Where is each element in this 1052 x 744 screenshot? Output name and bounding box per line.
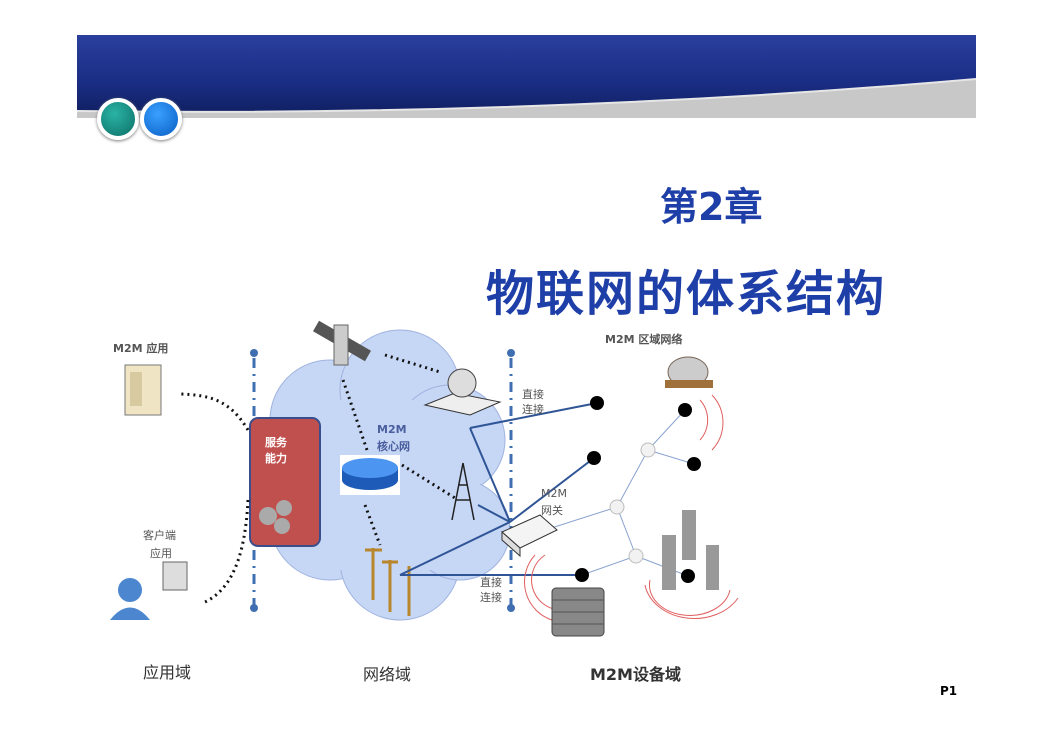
user-computer-icon [110,561,188,620]
service-label-2: 能力 [265,452,287,465]
direct-link-label-1a: 直接 [522,388,544,401]
gateway-icon [501,514,558,558]
core-label-1: M2M [377,423,407,436]
chapter-title: 第2章 [660,185,763,229]
satellite-icon [313,320,371,366]
mesh-nodes [609,442,656,564]
direct-link-label-2a: 直接 [480,576,502,589]
cell-tower-icon [451,462,475,521]
header-circle-teal [97,98,139,140]
gateway-label-1: M2M [541,487,567,500]
header-circle-blue [140,98,182,140]
area-network-label: M2M 区域网络 [605,333,683,346]
domain-label-device: M2M设备域 [590,665,681,684]
server-icon [124,364,162,416]
satellite-dish-icon [423,368,502,416]
client-app-label-2: 应用 [150,547,172,560]
direct-link-label-2b: 连接 [480,591,502,604]
gears-icon [259,500,292,534]
water-meter-icon [665,356,713,388]
domain-label-application: 应用域 [143,663,192,682]
core-label-2: 核心网 [377,440,410,453]
direct-link-label-1b: 连接 [522,403,544,416]
gateway-label-2: 网关 [541,504,563,517]
client-app-label-1: 客户端 [143,529,176,542]
sensor-box-icon [551,587,605,637]
network-links [399,402,598,576]
dotted-links [179,353,456,604]
slide-title: 物联网的体系结构 [486,266,887,322]
signal-arcs [524,394,739,621]
device-nodes [575,396,701,583]
service-label-1: 服务 [265,436,287,449]
header-swoosh [77,78,976,118]
page-number: P1 [940,684,958,698]
router-icon [340,455,400,495]
gas-cylinders-icon [662,510,719,590]
m2m-app-label: M2M 应用 [113,342,169,355]
domain-label-network: 网络域 [363,665,412,684]
